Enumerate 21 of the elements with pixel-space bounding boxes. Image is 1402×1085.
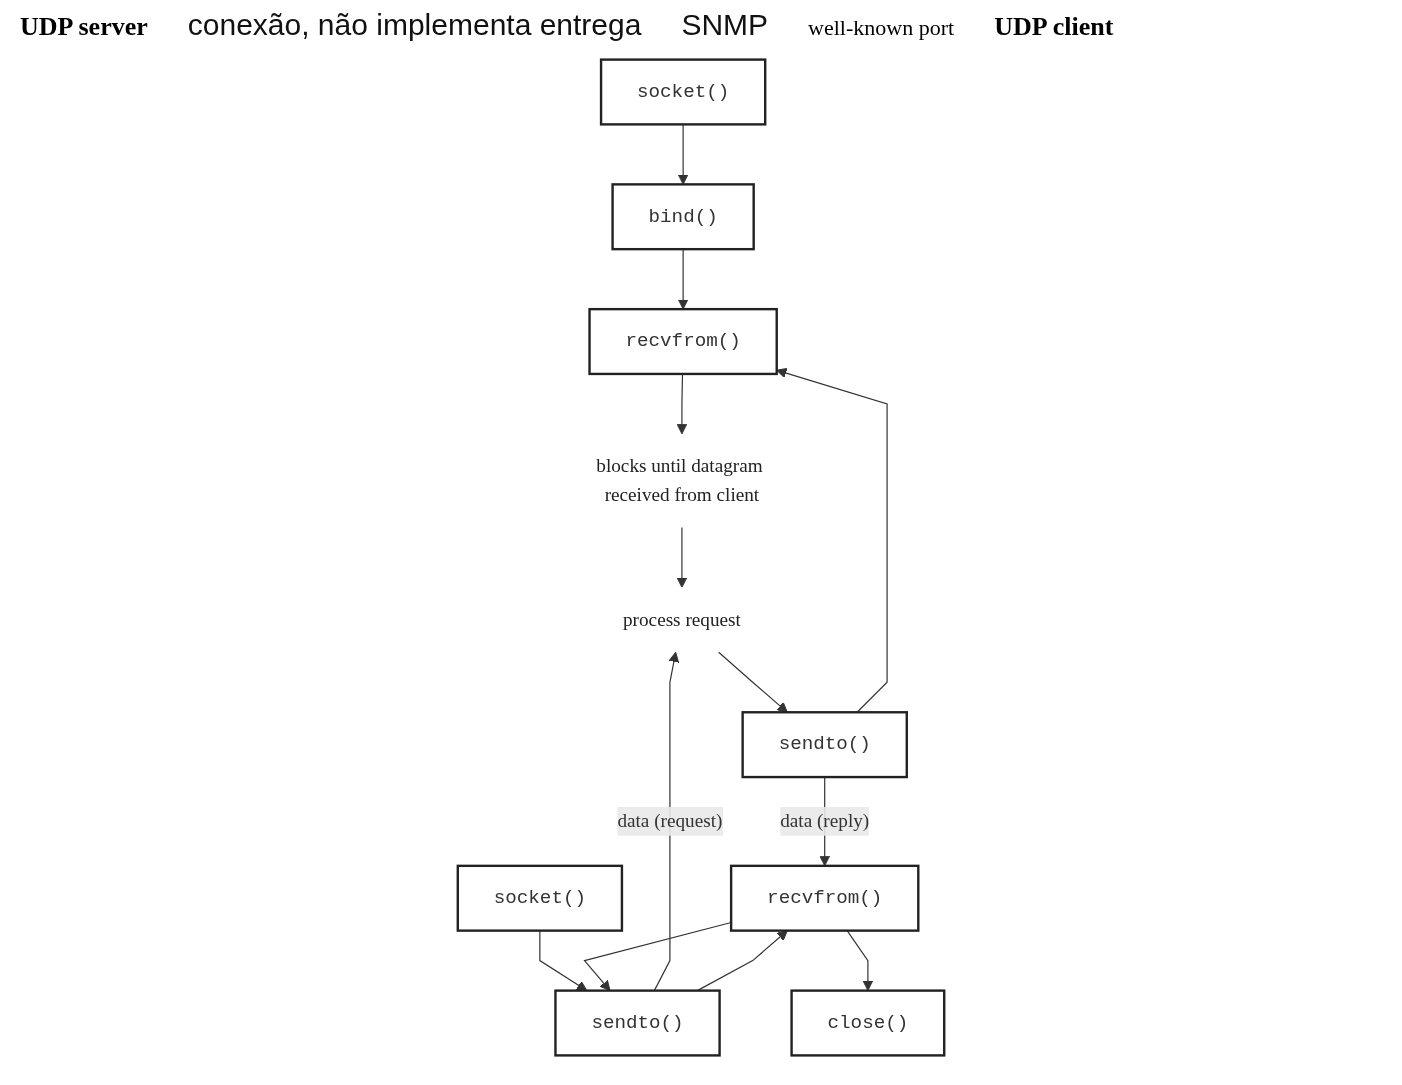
arrow	[676, 373, 688, 435]
edge-label: data (request)	[617, 810, 723, 832]
edge-label: data (reply)	[780, 810, 870, 832]
node-box: bind()	[611, 183, 755, 251]
node-box: sendto()	[554, 989, 721, 1057]
node-text: process request	[623, 609, 741, 630]
node-box: recvfrom()	[588, 307, 778, 376]
node-box: sendto()	[741, 711, 908, 779]
arrow	[718, 651, 788, 713]
node-text: blocks until datagram received from client	[596, 455, 763, 505]
column-heading: UDP client	[994, 12, 1114, 42]
node-box: close()	[790, 989, 946, 1057]
arrow	[776, 367, 888, 713]
column-heading: UDP server	[20, 12, 148, 42]
node-box: recvfrom()	[729, 864, 920, 932]
slide-text: SNMP	[681, 8, 769, 42]
node-box: socket()	[456, 864, 624, 932]
slide-text: conexão, não implementa entrega	[187, 8, 642, 42]
arrow	[676, 526, 688, 588]
node-box: socket()	[599, 58, 767, 126]
note-text: well-known port	[808, 15, 955, 41]
